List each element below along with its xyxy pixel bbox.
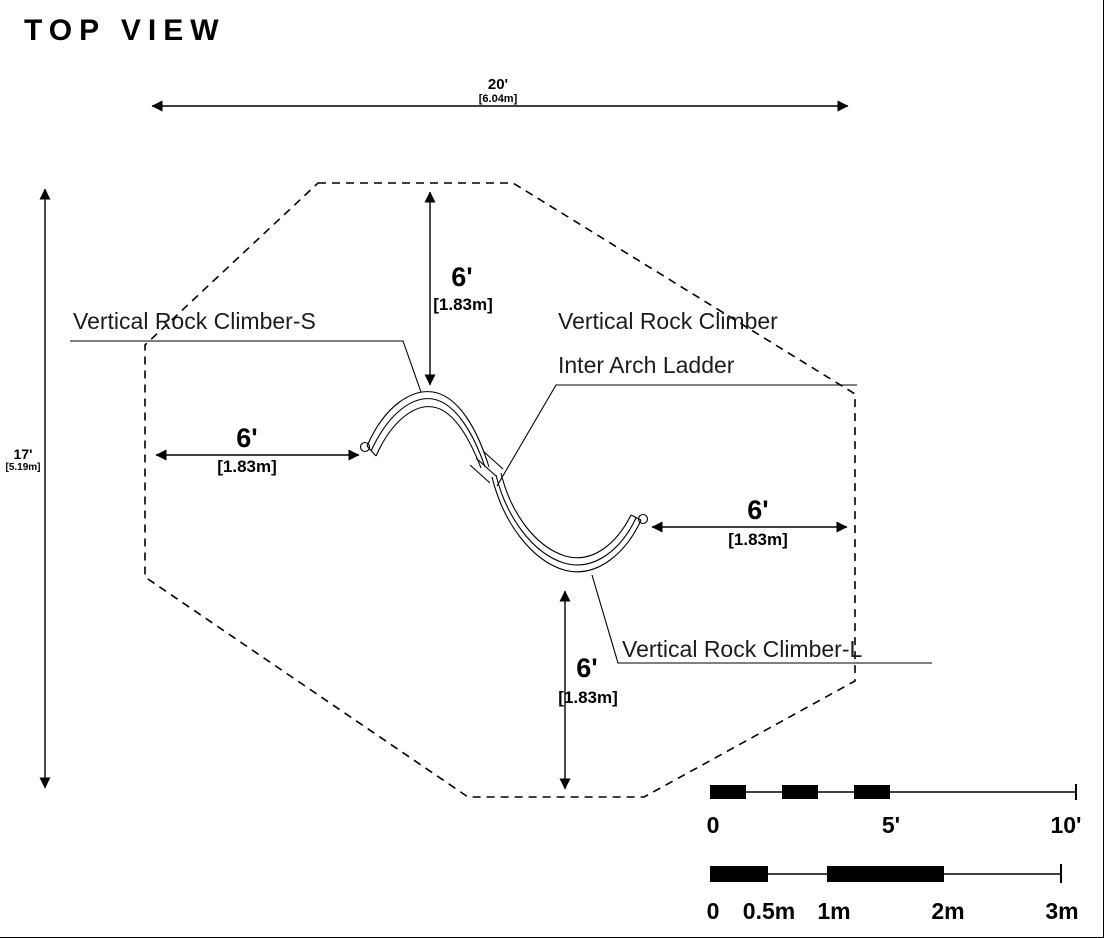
feet-scale-tick-5: 5' [881, 812, 901, 838]
climber-s-left-cap [366, 445, 377, 457]
ladder-rung-2 [482, 450, 504, 470]
overall-width-ft: 20' [487, 76, 509, 93]
climber-l-end-post [637, 513, 649, 525]
leader-inter-arch-ladder [496, 384, 857, 487]
meter-scale-tick-1: 1m [817, 898, 851, 924]
scale-bar-feet [710, 784, 1077, 800]
clearance-bottom-ft: 6' [576, 653, 598, 683]
clearance-top-ft: 6' [451, 262, 473, 292]
label-inter-arch-line2: Inter Arch Ladder [558, 352, 735, 378]
page-title: TOP VIEW [24, 14, 226, 47]
overall-height-ft: 17' [13, 446, 33, 462]
meter-scale-tick-3: 3m [1045, 898, 1079, 924]
clearance-bottom-m: [1.83m] [558, 688, 618, 707]
clearance-left-m: [1.83m] [217, 457, 277, 476]
overall-width-m: [6.04m] [478, 93, 518, 105]
clearance-right-m: [1.83m] [728, 530, 788, 549]
climber-s-inner-edge [375, 406, 482, 469]
equipment-drawing [359, 391, 649, 573]
label-climber-l: Vertical Rock Climber-L [622, 636, 863, 662]
climber-l-outer-edge [491, 476, 642, 573]
overall-height-m: [5.19m] [5, 462, 41, 473]
clearance-right-ft: 6' [747, 495, 769, 525]
clearance-left-ft: 6' [236, 423, 258, 453]
leader-climber-l [591, 574, 932, 664]
climber-l-right-cap [630, 514, 642, 521]
feet-scale-tick-10: 10' [1050, 812, 1082, 838]
climber-l-inner-edge [500, 472, 632, 559]
climber-s-end-post [359, 441, 371, 453]
climber-l-mid-edge [495, 474, 637, 566]
label-climber-s: Vertical Rock Climber-S [73, 308, 316, 334]
ladder-rung-3 [469, 464, 491, 484]
label-inter-arch-line1: Vertical Rock Climber [558, 308, 778, 334]
climber-s-mid-edge [370, 398, 486, 468]
leader-climber-s [70, 340, 422, 393]
meter-scale-tick-05: 0.5m [742, 898, 796, 924]
climber-s-outer-edge [366, 391, 490, 468]
use-zone-boundary [144, 182, 856, 798]
ladder-rung-1 [475, 457, 497, 477]
scale-bar-meters [710, 864, 1062, 883]
meter-scale-tick-0: 0 [706, 898, 720, 924]
feet-scale-tick-0: 0 [706, 812, 720, 838]
clearance-top-m: [1.83m] [433, 295, 493, 314]
meter-scale-tick-2: 2m [931, 898, 965, 924]
